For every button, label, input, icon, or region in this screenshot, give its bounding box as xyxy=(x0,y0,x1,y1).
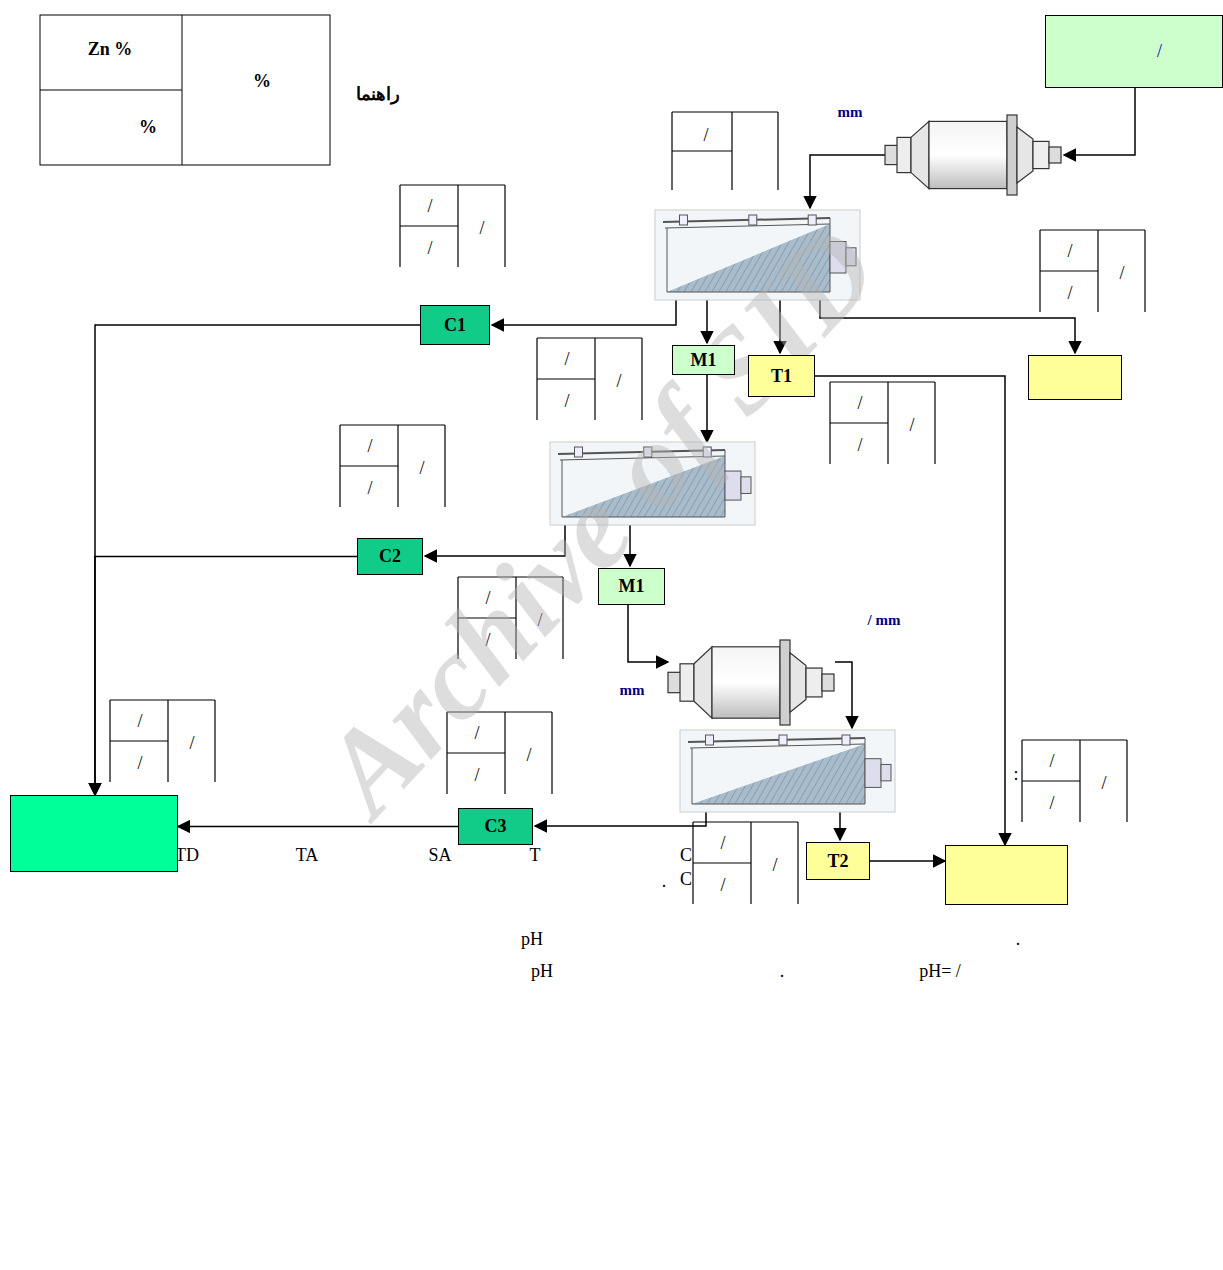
assay-table xyxy=(400,185,505,267)
annotation: / xyxy=(703,126,708,146)
annotation: / xyxy=(419,459,424,479)
node-label: T2 xyxy=(827,851,848,872)
annotation: / xyxy=(427,239,432,259)
annotation: . xyxy=(780,962,785,982)
annotation: TD xyxy=(175,846,199,866)
annotation: / xyxy=(479,219,484,239)
annotation: C xyxy=(680,870,692,890)
annotation: / xyxy=(720,834,725,854)
shaking-table xyxy=(680,730,895,812)
assay-table xyxy=(110,700,215,782)
annotation: / xyxy=(564,392,569,412)
flow-connector xyxy=(815,376,1005,845)
annotation: / xyxy=(720,876,725,896)
legend-cell: % xyxy=(253,72,271,92)
legend-table xyxy=(40,15,330,165)
annotation: / xyxy=(1049,794,1054,814)
annotation: / xyxy=(1067,284,1072,304)
ball-mill xyxy=(885,115,1061,195)
concentrate-stream: C2 xyxy=(357,538,423,575)
annotation: / xyxy=(137,712,142,732)
annotation: / xyxy=(1101,774,1106,794)
annotation: / xyxy=(427,197,432,217)
legend-cell: % xyxy=(139,118,157,138)
annotation: / mm xyxy=(868,612,901,629)
legend-cell: راهنما xyxy=(356,85,400,105)
node-label: / xyxy=(1157,41,1162,62)
annotation: . xyxy=(1016,930,1021,950)
annotation: . xyxy=(662,872,667,892)
annotation: / xyxy=(1049,752,1054,772)
annotation: / xyxy=(1067,242,1072,262)
middling-stream: M1 xyxy=(672,345,735,375)
middling-stream: M1 xyxy=(598,568,665,605)
feed-box: / xyxy=(1045,15,1223,88)
annotation: / xyxy=(189,734,194,754)
ball-mill xyxy=(668,640,834,725)
annotation: pH= / xyxy=(919,962,961,982)
node-label: C1 xyxy=(444,315,466,336)
tailing-stream: T1 xyxy=(748,355,815,397)
concentrate-stream: C3 xyxy=(458,808,533,845)
annotation: C xyxy=(680,846,692,866)
annotation: / xyxy=(857,436,862,456)
annotation: : xyxy=(1013,765,1018,785)
assay-table xyxy=(1022,740,1127,822)
tailings-box xyxy=(945,845,1068,905)
assay-table xyxy=(672,112,778,190)
annotation: / xyxy=(474,766,479,786)
legend-cell: Zn % xyxy=(88,40,133,60)
annotation: mm xyxy=(620,682,645,699)
annotation: pH xyxy=(521,930,543,950)
annotation: / xyxy=(909,416,914,436)
annotation: pH xyxy=(531,962,553,982)
concentrate-stream: C1 xyxy=(420,305,490,345)
annotation: / xyxy=(772,856,777,876)
flow-wires xyxy=(425,88,1135,840)
assay-table xyxy=(340,425,445,507)
node-label: M1 xyxy=(619,576,645,597)
annotation: SA xyxy=(428,846,451,866)
annotation: mm xyxy=(838,104,863,121)
annotation: TA xyxy=(296,846,319,866)
concentrate-box xyxy=(10,795,178,872)
node-label: T1 xyxy=(771,366,792,387)
annotation: / xyxy=(526,746,531,766)
assay-table xyxy=(1040,230,1145,312)
assay-tables xyxy=(110,112,1145,904)
node-label: C2 xyxy=(379,546,401,567)
product-box xyxy=(1028,355,1122,400)
assay-table xyxy=(830,382,935,464)
annotation: / xyxy=(137,754,142,774)
annotation: T xyxy=(530,846,541,866)
flow-connector xyxy=(870,860,945,862)
flow-connector xyxy=(178,826,458,828)
tailing-stream: T2 xyxy=(806,842,870,880)
assay-table xyxy=(693,822,798,904)
annotation: / xyxy=(564,350,569,370)
annotation: / xyxy=(857,394,862,414)
node-label: M1 xyxy=(691,350,717,371)
node-label: C3 xyxy=(485,816,507,837)
annotation: / xyxy=(1119,264,1124,284)
annotation: / xyxy=(616,372,621,392)
annotation: / xyxy=(367,479,372,499)
annotation: / xyxy=(367,437,372,457)
